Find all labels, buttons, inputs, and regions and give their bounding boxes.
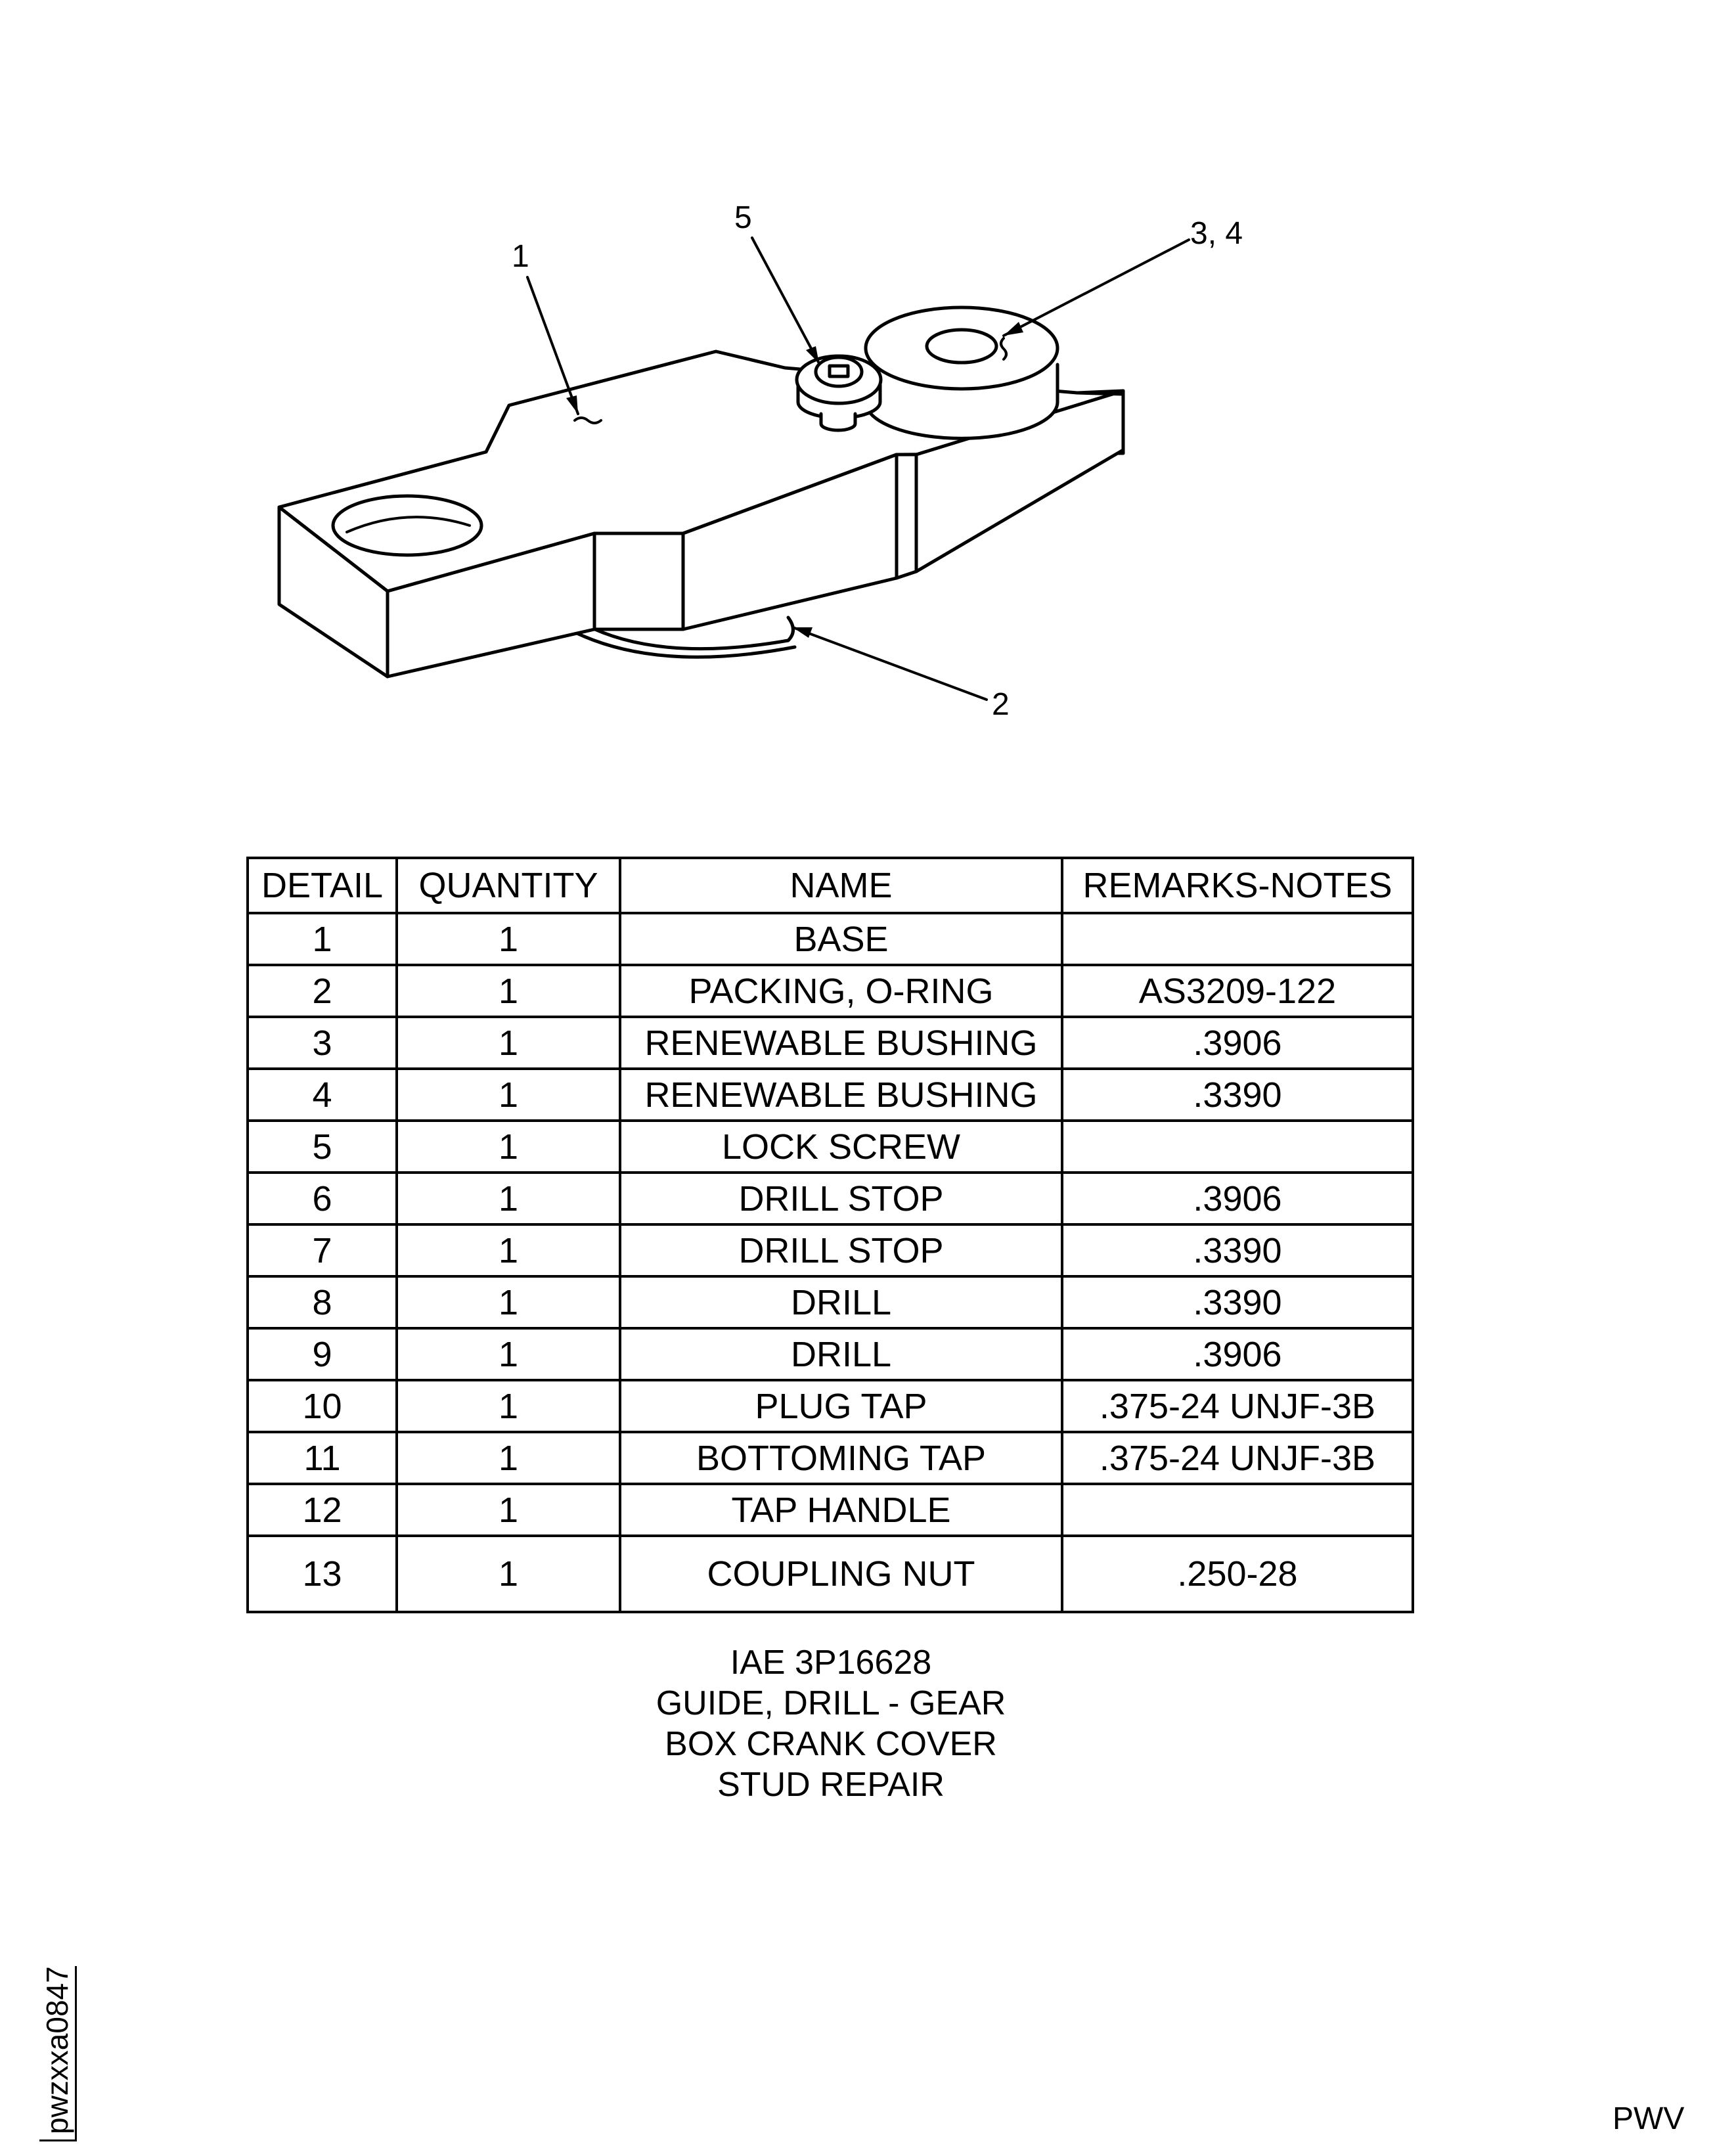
header-remarks: REMARKS-NOTES (1061, 857, 1414, 914)
quantity-cell: 1 (395, 1016, 621, 1070)
quantity-cell: 1 (395, 1431, 621, 1485)
remarks-cell: .3390 (1061, 1223, 1414, 1278)
detail-cell: 7 (246, 1223, 398, 1278)
title-line-3: BOX CRANK COVER (665, 1725, 997, 1763)
callout-3-4: 3, 4 (1190, 216, 1243, 251)
name-cell: BOTTOMING TAP (619, 1431, 1063, 1485)
title-line-4: STUD REPAIR (717, 1766, 945, 1804)
drawing-id-label: pwzxxa0847 (39, 1966, 77, 2141)
remarks-cell: .3390 (1061, 1275, 1414, 1330)
remarks-cell: .3390 (1061, 1067, 1414, 1122)
remarks-cell: .3906 (1061, 1016, 1414, 1070)
drill-guide-drawing (277, 236, 1190, 701)
quantity-cell: 1 (395, 1067, 621, 1122)
detail-cell: 12 (246, 1483, 398, 1537)
remarks-cell: AS3209-122 (1061, 964, 1414, 1018)
header-quantity: QUANTITY (395, 857, 621, 914)
quantity-cell: 1 (395, 1171, 621, 1226)
footer-code: PWV (1613, 2101, 1685, 2136)
lock-screw (795, 354, 883, 432)
title-line-2: GUIDE, DRILL - GEAR (656, 1684, 1006, 1722)
remarks-cell (1061, 1119, 1414, 1174)
packing-o-ring (569, 616, 797, 659)
detail-cell: 9 (246, 1327, 398, 1381)
name-cell: DRILL STOP (619, 1171, 1063, 1226)
quantity-cell: 1 (395, 1379, 621, 1433)
name-cell: DRILL (619, 1327, 1063, 1381)
detail-cell: 6 (246, 1171, 398, 1226)
renewable-bushing (864, 305, 1059, 440)
detail-cell: 11 (246, 1431, 398, 1485)
quantity-cell: 1 (395, 912, 621, 966)
detail-cell: 4 (246, 1067, 398, 1122)
remarks-cell (1061, 912, 1414, 966)
remarks-cell: .3906 (1061, 1171, 1414, 1226)
name-cell: RENEWABLE BUSHING (619, 1067, 1063, 1122)
name-cell: PLUG TAP (619, 1379, 1063, 1433)
remarks-cell: .375-24 UNJF-3B (1061, 1379, 1414, 1433)
detail-cell: 1 (246, 912, 398, 966)
name-cell: LOCK SCREW (619, 1119, 1063, 1174)
detail-cell: 13 (246, 1534, 398, 1613)
name-cell: DRILL (619, 1275, 1063, 1330)
title-block: IAE 3P16628 GUIDE, DRILL - GEAR BOX CRAN… (525, 1642, 1136, 1805)
quantity-cell: 1 (395, 1223, 621, 1278)
name-cell: TAP HANDLE (619, 1483, 1063, 1537)
remarks-cell: .3906 (1061, 1327, 1414, 1381)
callout-2: 2 (992, 687, 1010, 722)
base-left-hole (331, 494, 483, 557)
name-cell: RENEWABLE BUSHING (619, 1016, 1063, 1070)
table-header-row: DETAIL QUANTITY NAME REMARKS-NOTES (246, 857, 1414, 914)
detail-cell: 8 (246, 1275, 398, 1330)
quantity-cell: 1 (395, 1275, 621, 1330)
header-detail: DETAIL (246, 857, 398, 914)
detail-cell: 5 (246, 1119, 398, 1174)
detail-cell: 3 (246, 1016, 398, 1070)
quantity-cell: 1 (395, 1483, 621, 1537)
quantity-cell: 1 (395, 1119, 621, 1174)
callout-1: 1 (512, 239, 529, 274)
name-cell: DRILL STOP (619, 1223, 1063, 1278)
remarks-cell: .250-28 (1061, 1534, 1414, 1613)
title-line-1: IAE 3P16628 (730, 1644, 932, 1682)
name-cell: BASE (619, 912, 1063, 966)
name-cell: PACKING, O-RING (619, 964, 1063, 1018)
detail-cell: 2 (246, 964, 398, 1018)
callout-5: 5 (734, 200, 752, 235)
remarks-cell: .375-24 UNJF-3B (1061, 1431, 1414, 1485)
quantity-cell: 1 (395, 1327, 621, 1381)
remarks-cell (1061, 1483, 1414, 1537)
quantity-cell: 1 (395, 964, 621, 1018)
quantity-cell: 1 (395, 1534, 621, 1613)
leader-lines (526, 236, 1190, 701)
header-name: NAME (619, 857, 1063, 914)
name-cell: COUPLING NUT (619, 1534, 1063, 1613)
detail-cell: 10 (246, 1379, 398, 1433)
